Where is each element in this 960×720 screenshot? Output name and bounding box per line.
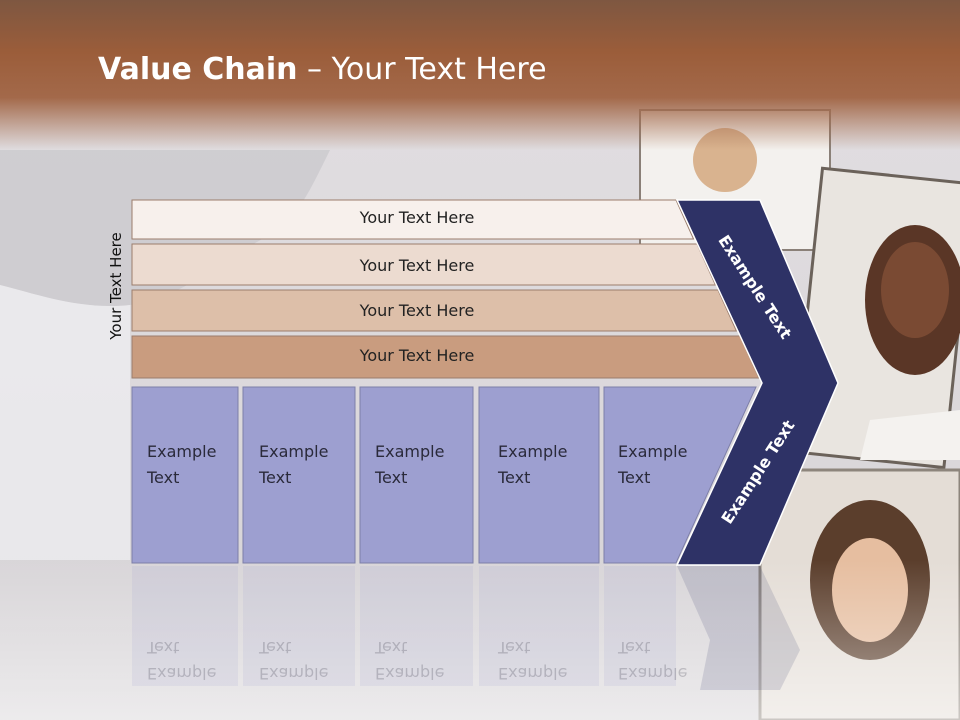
activity-cell	[359, 386, 474, 564]
activity-cell	[478, 386, 600, 564]
row-band	[131, 243, 717, 286]
title-band	[0, 0, 960, 150]
cell-label: Example Text	[618, 442, 688, 487]
activity-cell	[131, 386, 239, 564]
slide-title: Value Chain – Your Text Here	[98, 52, 547, 87]
row-label: Your Text Here	[359, 346, 475, 365]
chevron-arrow	[675, 199, 839, 566]
title-rest: – Your Text Here	[297, 52, 547, 87]
row-label: Your Text Here	[359, 256, 475, 275]
reflection-text: Example Text	[498, 638, 568, 683]
row-label: Your Text Here	[359, 301, 475, 320]
activity-cell	[603, 386, 757, 564]
cell-label: Example Text	[375, 442, 445, 487]
cell-label: Example Text	[259, 442, 329, 487]
cell-label: Example Text	[498, 442, 568, 487]
row-band	[131, 289, 738, 332]
row-band	[131, 199, 695, 240]
row-label: Your Text Here	[359, 208, 475, 227]
cell-label: Example Text	[147, 442, 217, 487]
reflection-text: Example Text	[618, 638, 688, 683]
activity-cell	[242, 386, 356, 564]
reflection-text: Example Text	[259, 638, 329, 683]
reflection-text: Example Text	[375, 638, 445, 683]
title-bold: Value Chain	[98, 52, 298, 87]
reflection-text: Example Text	[147, 638, 217, 683]
